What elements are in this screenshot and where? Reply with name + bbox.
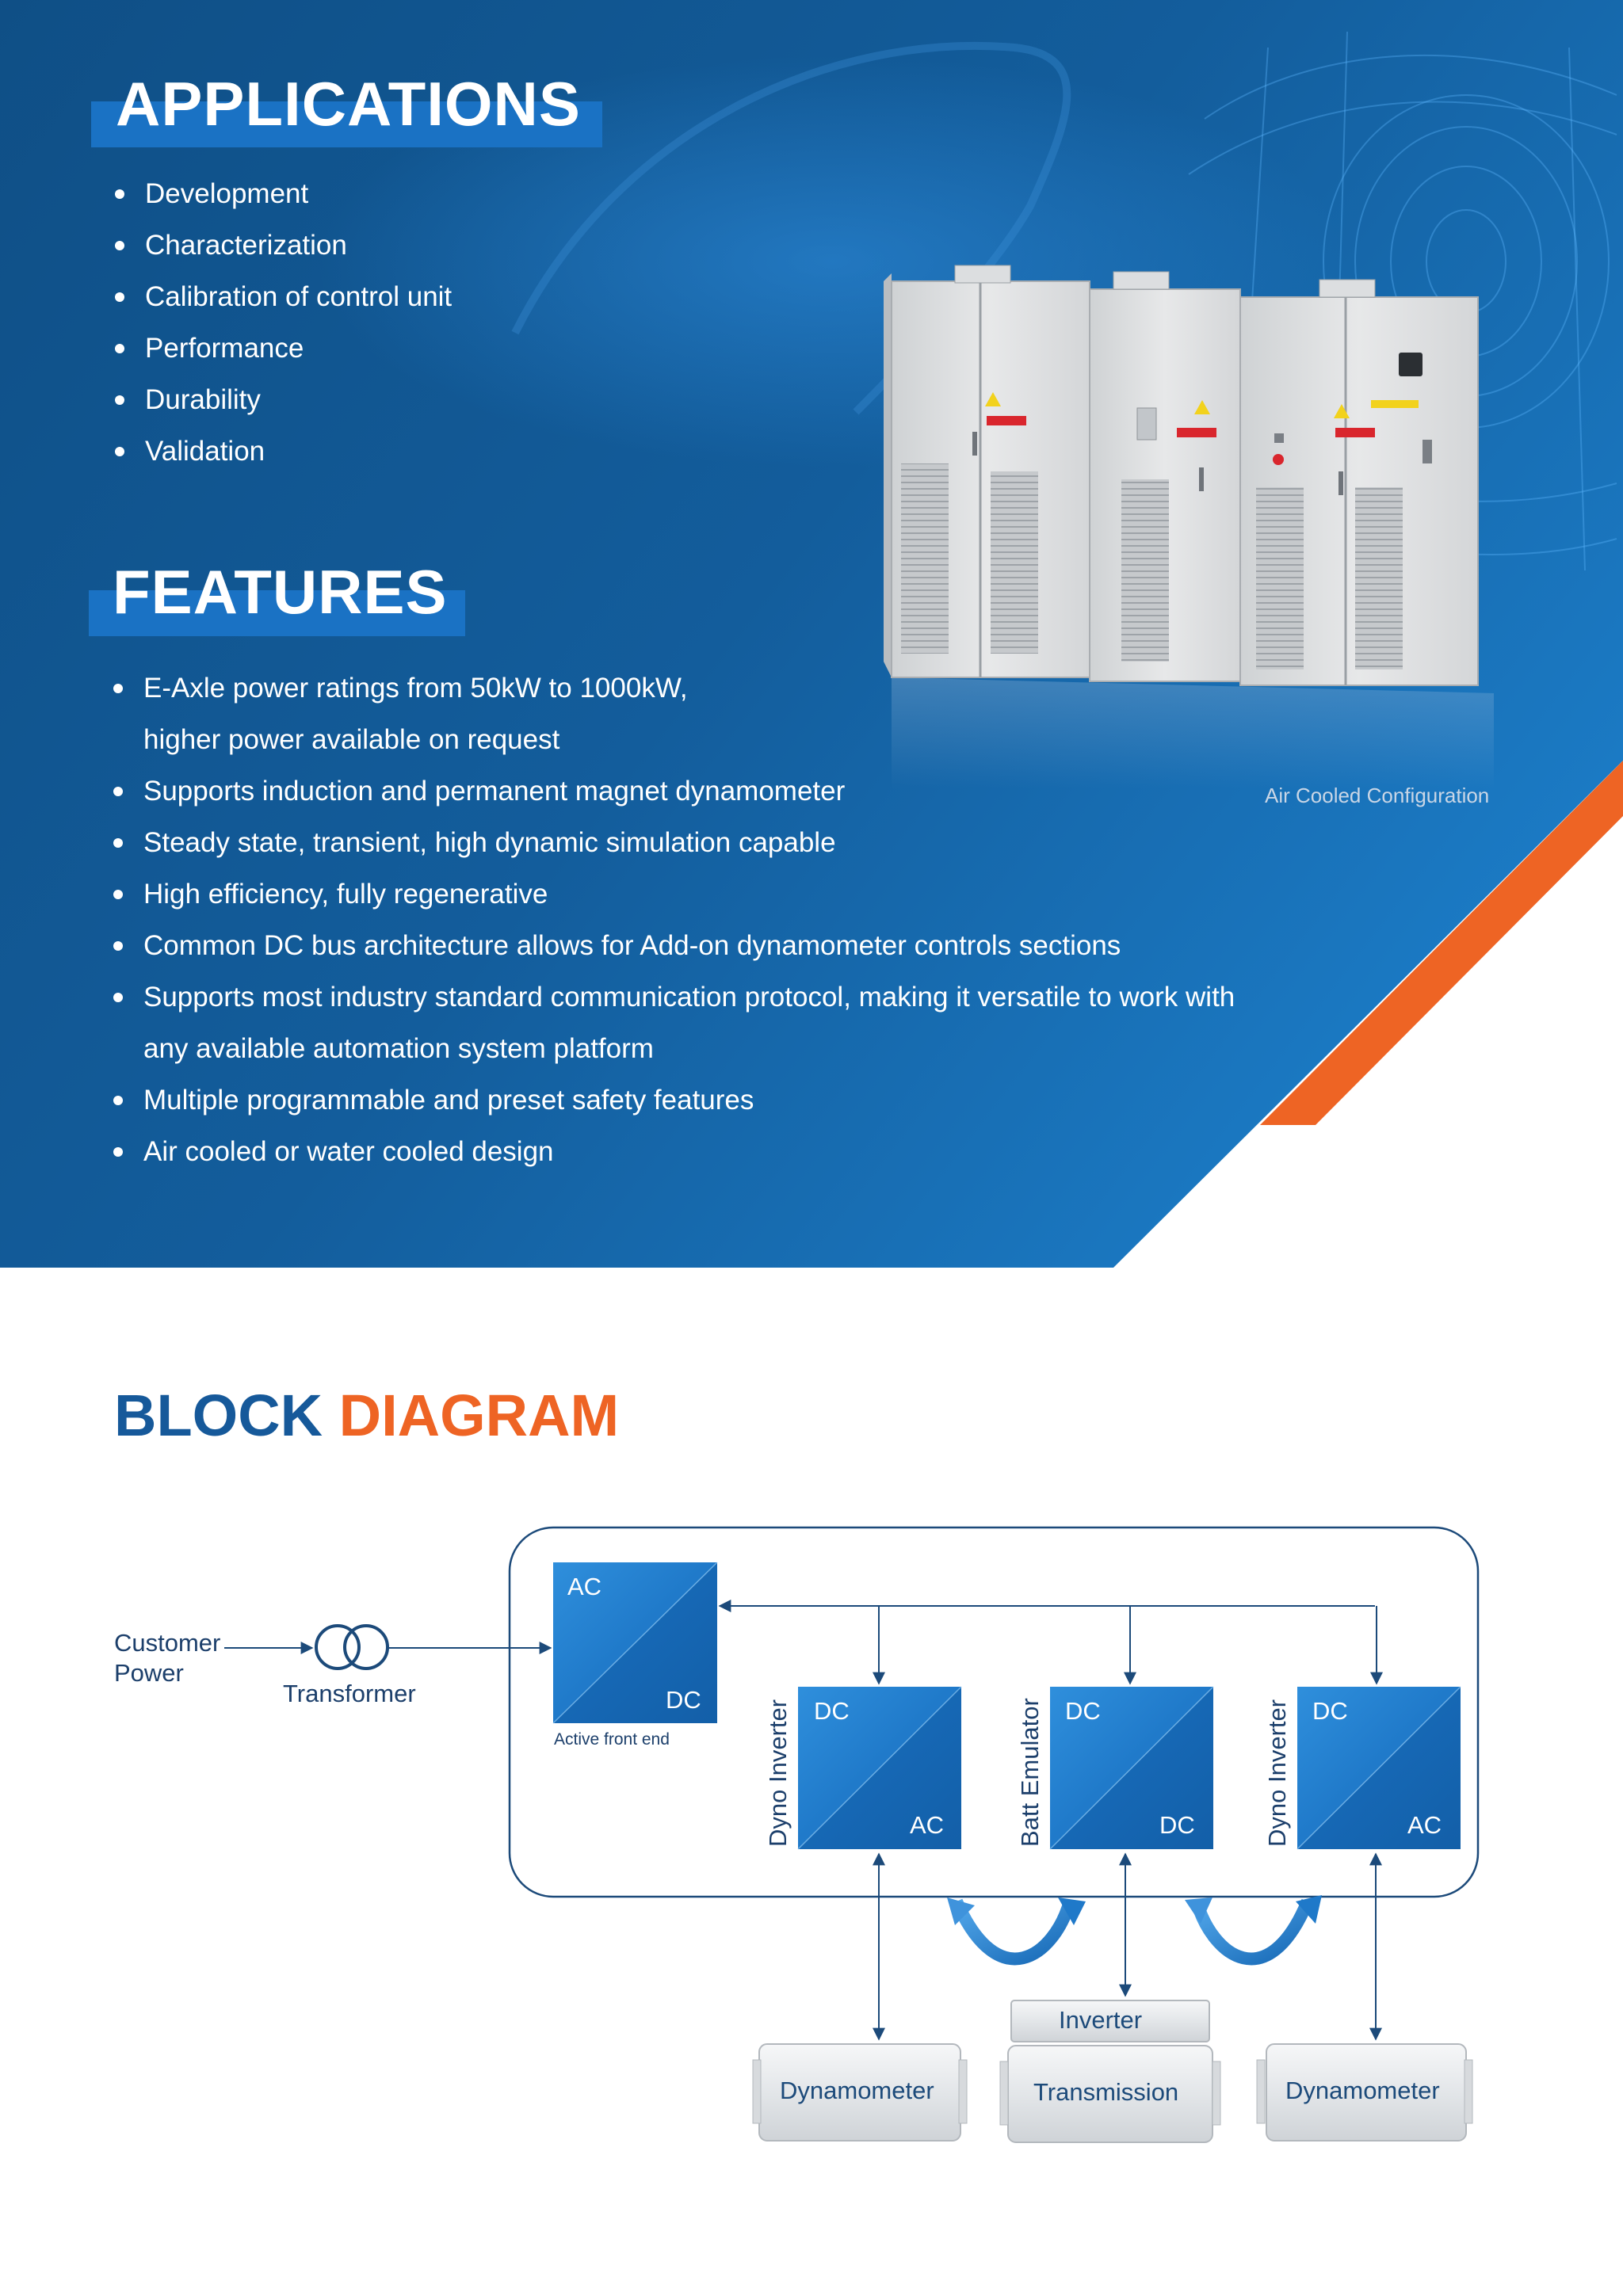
list-item: Supports most industry standard communic… xyxy=(113,971,1350,1023)
features-title: FEATURES xyxy=(113,557,448,627)
hero-section: APPLICATIONS Development Characterizatio… xyxy=(0,0,1623,1268)
dynamometer-right-label: Dynamometer xyxy=(1285,2077,1440,2104)
list-item: Supports induction and permanent magnet … xyxy=(113,765,1350,817)
list-item-continuation: higher power available on request xyxy=(143,724,560,755)
image-caption: Air Cooled Configuration xyxy=(1265,784,1490,807)
conv2-bottom-label: DC xyxy=(1159,1811,1195,1839)
block-diagram-graphics xyxy=(224,1526,1480,2143)
list-item: Validation xyxy=(115,425,452,477)
applications-title: APPLICATIONS xyxy=(116,69,581,139)
active-front-end-label: Active front end xyxy=(554,1730,670,1749)
list-item: Durability xyxy=(115,374,452,425)
list-item: Development xyxy=(115,168,452,219)
batt-emulator-label: Batt Emulator xyxy=(1016,1698,1044,1847)
list-item: Calibration of control unit xyxy=(115,271,452,322)
list-item: High efficiency, fully regenerative xyxy=(113,868,1350,920)
conv3-top-label: DC xyxy=(1312,1697,1348,1725)
inverter-label: Inverter xyxy=(1059,2006,1143,2034)
list-item: Characterization xyxy=(115,219,452,271)
list-item: Air cooled or water cooled design xyxy=(113,1126,1350,1177)
customer-power-label-line2: Power xyxy=(114,1659,184,1687)
applications-list: Development Characterization Calibration… xyxy=(115,168,452,477)
list-item: Multiple programmable and preset safety … xyxy=(113,1074,1350,1126)
conv1-bottom-label: AC xyxy=(910,1811,945,1839)
transformer-label: Transformer xyxy=(283,1680,416,1707)
block-diagram-title-part1: BLOCK xyxy=(114,1383,323,1448)
afe-dc-label: DC xyxy=(666,1686,701,1714)
dyno-inverter-label-right: Dyno Inverter xyxy=(1263,1699,1291,1847)
list-item: Common DC bus architecture allows for Ad… xyxy=(113,920,1350,971)
conv3-bottom-label: AC xyxy=(1407,1811,1442,1839)
features-list: E-Axle power ratings from 50kW to 1000kW… xyxy=(113,662,1350,1177)
features-title-tag xyxy=(89,590,465,636)
list-item: E-Axle power ratings from 50kW to 1000kW… xyxy=(113,662,1350,714)
afe-ac-label: AC xyxy=(567,1573,602,1600)
list-item: Steady state, transient, high dynamic si… xyxy=(113,817,1350,868)
list-item: Performance xyxy=(115,322,452,374)
transmission-label: Transmission xyxy=(1033,2078,1179,2106)
block-diagram: Customer Power Transformer AC DC Active … xyxy=(0,1505,1623,2187)
applications-title-tag xyxy=(91,101,602,147)
dyno-inverter-label-left: Dyno Inverter xyxy=(764,1699,792,1847)
cabinet-image xyxy=(876,250,1510,788)
customer-power-label-line1: Customer xyxy=(114,1629,221,1657)
conv1-top-label: DC xyxy=(814,1697,850,1725)
dynamometer-left-label: Dynamometer xyxy=(780,2077,934,2104)
conv2-top-label: DC xyxy=(1065,1697,1101,1725)
list-item-continuation: any available automation system platform xyxy=(143,1033,654,1064)
block-diagram-title: BLOCK DIAGRAM xyxy=(114,1386,619,1445)
block-diagram-title-part2: DIAGRAM xyxy=(338,1383,620,1448)
